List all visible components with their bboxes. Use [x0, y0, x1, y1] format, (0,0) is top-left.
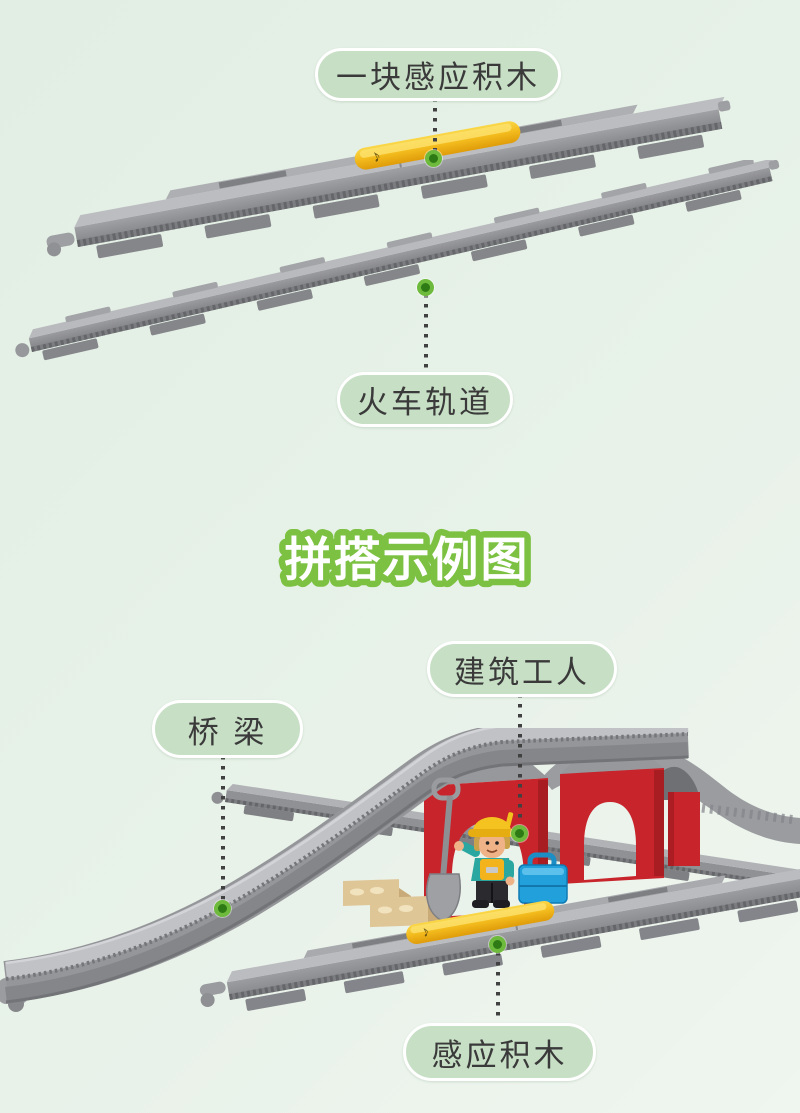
- worker-head: [468, 812, 516, 858]
- callout-label: 感应积木: [431, 1037, 568, 1073]
- callout-label: 桥 梁: [187, 714, 268, 750]
- blue-suitcase: [518, 852, 568, 904]
- track-loop-connector: [15, 343, 30, 358]
- callout-dot-sensor-brick-bottom: [489, 936, 506, 953]
- worker-body: [454, 841, 515, 908]
- track-loop-connector: [200, 992, 215, 1007]
- train-track-illustration: [15, 160, 780, 361]
- worker-hard-hat: [468, 812, 516, 837]
- dotted-connector-train-track: [424, 294, 428, 370]
- sensor-brick: ♪: [406, 900, 555, 944]
- track-loop-connector: [47, 242, 62, 257]
- callout-pill-sensor-brick-top: 一块感应积木: [315, 48, 561, 101]
- dotted-connector-bridge: [221, 756, 225, 900]
- dotted-connector-sensor-brick-top: [433, 98, 437, 156]
- track-sleepers: [42, 190, 742, 361]
- section-title-text: 拼搭示例图: [285, 533, 530, 586]
- callout-dot-sensor-brick-top: [425, 150, 442, 167]
- dotted-connector-construction-worker: [518, 694, 522, 824]
- track-ribbed-edge: [30, 176, 773, 352]
- callout-pill-construction-worker: 建筑工人: [427, 641, 617, 697]
- bottom-track-with-sensor: ♪: [199, 866, 800, 1011]
- track-loop-connector: [211, 791, 224, 804]
- callout-dot-train-track: [417, 279, 434, 296]
- callout-pill-train-track: 火车轨道: [337, 372, 513, 427]
- tan-blocks: [343, 879, 440, 938]
- worker-face: [479, 831, 505, 858]
- callout-label: 一块感应积木: [336, 60, 540, 95]
- block-front: [370, 896, 440, 938]
- track-hook-connector: [199, 981, 226, 997]
- dotted-connector-sensor-brick-bottom: [496, 952, 500, 1022]
- worker-right-arm: [504, 860, 515, 886]
- track-sleepers: [245, 900, 799, 1011]
- callout-dot-bridge: [214, 900, 231, 917]
- shovel: [426, 777, 461, 922]
- section-title: 拼搭示例图: [278, 527, 534, 593]
- callout-pill-bridge: 桥 梁: [152, 700, 303, 758]
- track-ribbed-edge: [228, 889, 800, 1000]
- track-sleepers: [96, 134, 704, 259]
- long-track: [15, 160, 780, 361]
- callout-label: 建筑工人: [454, 654, 590, 690]
- callout-dot-construction-worker: [511, 825, 528, 842]
- straight-track: ♪: [46, 96, 731, 259]
- callout-pill-sensor-brick-bottom: 感应积木: [403, 1023, 596, 1081]
- construction-worker-figure: [426, 777, 516, 922]
- track-ribbed-edge: [76, 121, 723, 247]
- track-top-tabs: [65, 160, 754, 323]
- callout-label: 火车轨道: [357, 385, 493, 420]
- bridge-scene-illustration: ♪: [0, 728, 800, 1012]
- worker-left-arm: [454, 841, 481, 857]
- top-track-illustration: ♪: [46, 96, 731, 259]
